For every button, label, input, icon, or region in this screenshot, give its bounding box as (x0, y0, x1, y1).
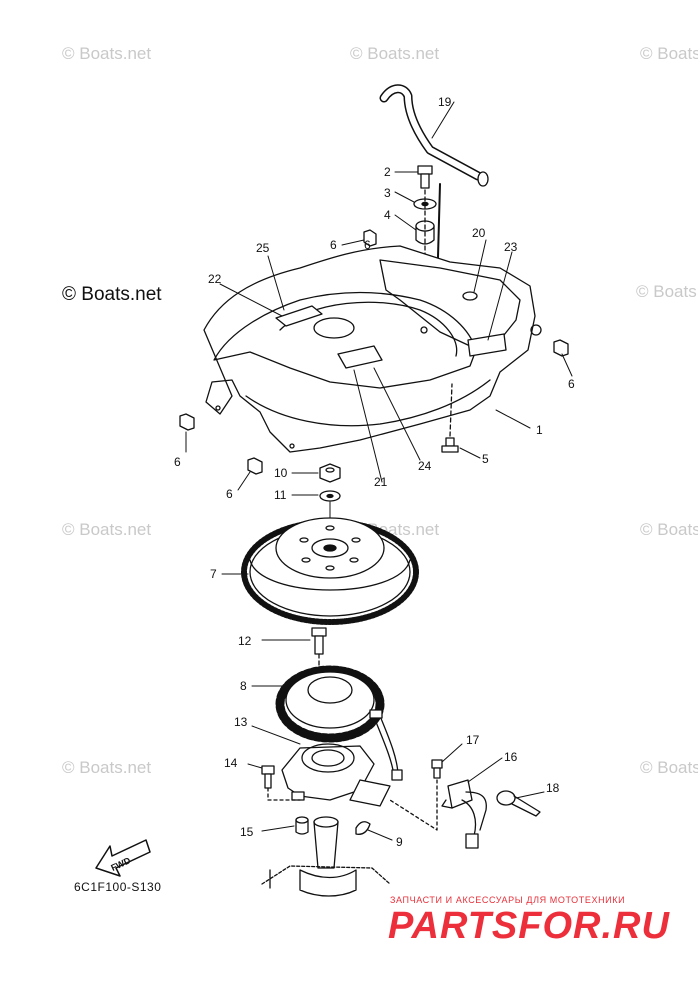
bolt-part (311, 627, 327, 655)
watermark: © Boats.net (62, 520, 152, 539)
callout-number: 20 (472, 226, 486, 240)
callout-number: 13 (234, 715, 248, 729)
shop-logo: PARTSFOR.RU (388, 905, 670, 947)
watermark: © Boats.net (640, 520, 698, 539)
bolt-part (261, 765, 275, 789)
bolt-part (431, 759, 443, 779)
callout-number: 6 (174, 455, 181, 469)
shop-tagline: ЗАПЧАСТИ И АКСЕССУАРЫ ДЛЯ МОТОТЕХНИКИ (390, 895, 626, 905)
stator-part (275, 665, 403, 781)
callout-number: 21 (374, 475, 388, 489)
watermark: © Boats.net (350, 44, 440, 63)
callout-number: 4 (384, 208, 391, 222)
bolt-part (441, 437, 459, 453)
callout-number: 7 (210, 567, 217, 581)
callout-number: 16 (504, 750, 518, 764)
callout-number: 9 (396, 835, 403, 849)
clip-part (496, 790, 541, 817)
callout-number: 8 (240, 679, 247, 693)
copyright-text: © Boats.net (62, 284, 162, 305)
callout-number: 1 (536, 423, 543, 437)
nut-part (319, 463, 341, 483)
grommet-part (179, 229, 569, 475)
callout-number: 17 (466, 733, 480, 747)
washer-part (319, 490, 341, 502)
watermark: © Boats.net (640, 758, 698, 777)
watermark: © Boats.net (636, 282, 698, 301)
callout-number: 11 (274, 488, 287, 502)
callout-number: 19 (438, 95, 452, 109)
callout-number: 5 (482, 452, 489, 466)
callout-number: 6 (568, 377, 575, 391)
callout-number: 12 (238, 634, 252, 648)
callout-number: 2 (384, 165, 391, 179)
callout-number: 3 (384, 186, 391, 200)
callout-number: 6 (226, 487, 233, 501)
watermark: © Boats.net (62, 758, 152, 777)
callout-number: 15 (240, 825, 254, 839)
pulser-coil-part (441, 779, 487, 849)
stator-base-part (281, 743, 391, 807)
bolt-part (417, 165, 433, 189)
callout-number: 24 (418, 459, 432, 473)
collar-part (295, 816, 309, 835)
crankshaft-part (261, 816, 391, 897)
hose-part (379, 84, 489, 187)
callout-number: 6 (364, 238, 371, 252)
watermark: © Boats.net (62, 44, 152, 63)
callout-number: 14 (224, 756, 238, 770)
callout-number: 25 (256, 241, 270, 255)
flywheel-part (241, 517, 419, 625)
callout-number: 18 (546, 781, 560, 795)
callout-number: 10 (274, 466, 288, 480)
leader-lines (185, 101, 573, 841)
fwd-arrow-icon (95, 839, 151, 877)
callout-number: 23 (504, 240, 518, 254)
callout-number: 22 (208, 272, 222, 286)
callout-labels: 1 2 3 4 5 6 6 6 6 6 7 8 9 10 11 12 13 14… (174, 95, 575, 849)
watermark: © Boats.net (640, 44, 698, 63)
decal-labels (275, 305, 507, 369)
key-part (355, 821, 371, 835)
diagram-code: 6C1F100-S130 (74, 880, 162, 894)
callout-number: 6 (330, 238, 337, 252)
